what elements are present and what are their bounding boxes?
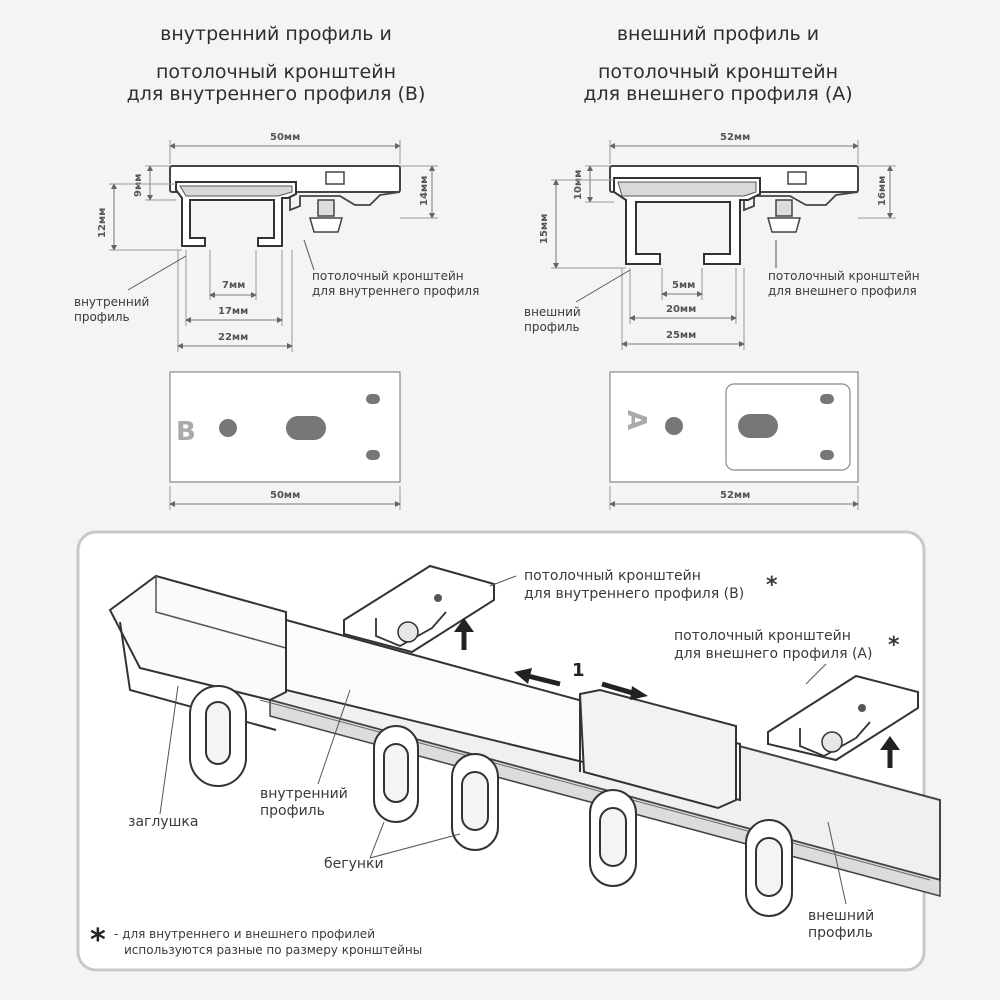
left-dim-bracket-height: 14мм [419, 176, 430, 206]
left-profile-label-2: профиль [74, 310, 130, 324]
left-mount-plate: B 50мм [169, 371, 401, 510]
right-profile-drawing: 52мм 10мм 15мм 16мм 5мм 20мм 25мм потоло… [524, 132, 920, 350]
inner-profile-label-1: внутренний [260, 786, 348, 802]
bracket-a-label-2: для внешнего профиля (A) [674, 646, 872, 662]
inner-profile-label-2: профиль [260, 803, 325, 819]
right-header-line1: внешний профиль и [616, 23, 820, 45]
left-dim-small-height: 9мм [133, 174, 144, 197]
footnote-star: * [90, 923, 106, 958]
right-bracket-label-1: потолочный кронштейн [768, 269, 920, 283]
right-profile-label-2: профиль [524, 320, 580, 334]
footnote-line-1: - для внутреннего и внешнего профилей [114, 927, 375, 941]
right-dim-small-height: 10мм [573, 170, 584, 200]
right-dim-bracket-height: 16мм [877, 176, 888, 206]
left-bracket-label-2: для внутреннего профиля [312, 284, 479, 298]
right-plate-letter: A [621, 410, 651, 430]
right-header-line3: для внешнего профиля (A) [583, 83, 853, 105]
left-dim-outer: 22мм [218, 332, 248, 343]
right-header: внешний профиль и потолочный кронштейн д… [508, 22, 928, 112]
bracket-b-label-2: для внутреннего профиля (B) [524, 586, 744, 602]
left-header: внутренний профиль и потолочный кронштей… [66, 22, 486, 112]
bracket-b-illustration [343, 564, 495, 654]
right-bracket-label-2: для внешнего профиля [768, 284, 917, 298]
left-profile-label-1: внутренний [74, 295, 149, 309]
left-header-line1: внутренний профиль и [160, 23, 392, 45]
left-plate-width: 50мм [270, 490, 300, 501]
right-profile-label-1: внешний [524, 305, 581, 319]
right-dim-width: 52мм [720, 132, 750, 143]
left-profile-drawing: 50мм 9мм 12мм 14мм 7мм 17мм 22мм пото [74, 132, 479, 352]
runners-label: бегунки [324, 856, 384, 872]
left-bracket-label-1: потолочный кронштейн [312, 269, 464, 283]
bracket-b-label-1: потолочный кронштейн [524, 568, 701, 584]
right-dim-profile-height: 15мм [539, 214, 550, 244]
left-header-line3: для внутреннего профиля (B) [126, 83, 426, 105]
footnote-line-2: используются разные по размеру кронштейн… [124, 943, 422, 957]
outer-profile-label-1: внешний [808, 908, 874, 924]
right-plate-width: 52мм [720, 490, 750, 501]
left-dim-profile-height: 12мм [97, 208, 108, 238]
right-mount-plate: A 52мм [609, 371, 859, 510]
left-dim-width: 50мм [270, 132, 300, 143]
bracket-a-star: * [888, 633, 900, 658]
left-dim-gap: 7мм [222, 280, 245, 291]
right-dim-outer: 25мм [666, 330, 696, 341]
bracket-a-label-1: потолочный кронштейн [674, 628, 851, 644]
left-dim-inner: 17мм [218, 306, 248, 317]
slide-number: 1 [572, 660, 585, 681]
outer-profile-label-2: профиль [808, 925, 873, 941]
left-plate-letter: B [176, 417, 196, 447]
right-dim-gap: 5мм [672, 280, 695, 291]
right-header-line2: потолочный кронштейн [597, 61, 839, 83]
bracket-a-illustration [767, 674, 919, 768]
bracket-b-star: * [766, 573, 778, 598]
assembly-panel: 1 потолочный кронштейн для внутреннего п… [76, 530, 941, 972]
cap-label: заглушка [128, 814, 198, 830]
left-header-line2: потолочный кронштейн [155, 61, 397, 83]
right-dim-inner: 20мм [666, 304, 696, 315]
